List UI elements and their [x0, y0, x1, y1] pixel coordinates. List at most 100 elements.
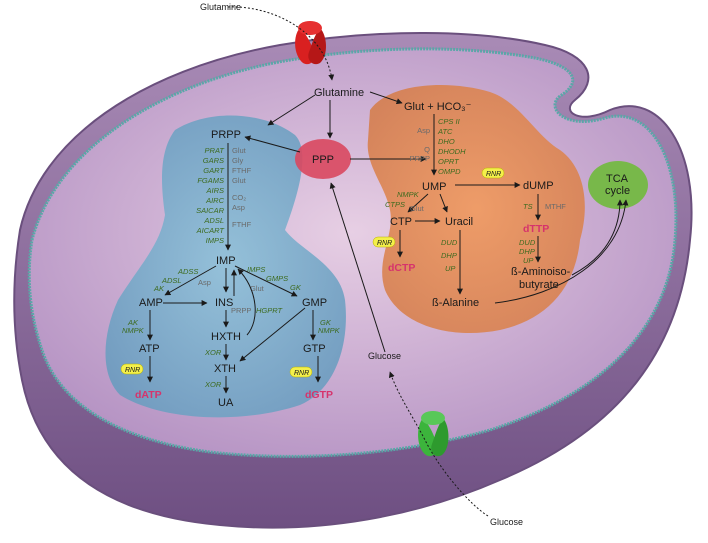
glucose-inner-label: Glucose: [368, 351, 401, 361]
enzyme-up: UP: [445, 264, 455, 273]
arrow-glutamine-prpp: [267, 94, 316, 126]
substrate-fthf-2: FTHF: [232, 220, 252, 229]
external-glutamine-label: Glutamine: [200, 2, 241, 12]
imp-label: IMP: [216, 255, 236, 267]
substrate-fthf: FTHF: [232, 166, 252, 175]
substrate-glut: Glut: [232, 146, 247, 155]
arrow-glucose-ppp: [329, 182, 386, 353]
rnr-label-gtp: RNR: [294, 370, 309, 377]
ump-label: UMP: [422, 181, 446, 193]
atp-label: ATP: [139, 343, 160, 355]
ctp-label: CTP: [390, 216, 412, 228]
enzyme-ts: TS: [523, 202, 533, 211]
enzyme-oprt: OPRT: [438, 157, 460, 166]
enzyme-ak-2: AK: [127, 318, 139, 327]
rnr-label-ctp: RNR: [377, 240, 392, 247]
tca-blob: [588, 161, 648, 209]
balanine-label: ß-Alanine: [432, 297, 479, 309]
enzyme-nmpk-pyr: NMPK: [397, 190, 420, 199]
substrate-glut-2: Glut: [232, 176, 247, 185]
rnr-badge-ump: [481, 167, 505, 179]
ppp-label: PPP: [312, 154, 334, 166]
tca-label-line2: cycle: [605, 185, 630, 197]
dctp-label: dCTP: [388, 262, 415, 274]
enzyme-dhp: DHP: [441, 251, 457, 260]
enzyme-dhodh: DHODH: [438, 147, 466, 156]
arrow-ppp-prpp: [244, 135, 301, 153]
arrow-ump-ctp: [407, 193, 429, 213]
substrate-gly: Gly: [232, 156, 244, 165]
enzyme-airs: AIRS: [205, 186, 224, 195]
ins-label: INS: [215, 297, 233, 309]
arrow-ump-uracil: [439, 193, 448, 213]
arrow-baminobutyrate-tca: [571, 199, 623, 276]
enzyme-xor: XOR: [204, 348, 222, 357]
enzyme-xor-2: XOR: [204, 380, 222, 389]
substrate-co2: CO₂: [232, 193, 246, 202]
glutamine-transporter: [295, 21, 327, 65]
enzyme-cps2: CPS II: [438, 117, 460, 126]
substrate-mthf: MTHF: [545, 202, 566, 211]
rnr-badge-atp: [120, 363, 144, 375]
substrate-prpp: PRPP: [231, 306, 251, 315]
enzyme-gk-2: GK: [320, 318, 332, 327]
external-glucose-label: Glucose: [490, 517, 523, 527]
uracil-label: Uracil: [445, 216, 473, 228]
enzyme-aicart: AICART: [196, 226, 226, 235]
prpp-label: PRPP: [211, 129, 241, 141]
arrow-imp-gmp: [234, 265, 298, 297]
enzyme-gk: GK: [290, 283, 302, 292]
enzyme-gmps: GMPS: [266, 274, 288, 283]
ua-label: UA: [218, 397, 234, 409]
enzyme-adsl: ADSL: [203, 216, 224, 225]
ppp-blob: [295, 139, 351, 179]
enzyme-airc: AIRC: [205, 196, 225, 205]
enzyme-atc: ATC: [437, 127, 453, 136]
substrate-glut-3: Glut: [250, 284, 265, 293]
enzyme-adss: ADSS: [177, 267, 198, 276]
substrate-asp: Asp: [232, 203, 245, 212]
enzyme-nmpk-2: NMPK: [318, 326, 341, 335]
arrow-gmp-xth: [239, 307, 306, 362]
enzyme-fgams: FGAMS: [197, 176, 224, 185]
substrate-asp-pyr: Asp: [417, 126, 430, 135]
substrate-prpp-pyr: PRPP: [410, 154, 430, 163]
dttp-label: dTTP: [523, 223, 549, 235]
rnr-badge-ctp: [372, 236, 396, 248]
enzyme-gars: GARS: [203, 156, 224, 165]
cell: [13, 31, 693, 529]
arrow-imp-amp: [164, 265, 217, 296]
substrate-asp-2: Asp: [198, 278, 211, 287]
enzyme-imps: IMPS: [206, 236, 224, 245]
enzyme-ompd: OMPD: [438, 167, 461, 176]
enzyme-hgprt: HGPRT: [256, 306, 284, 315]
enzyme-ak: AK: [153, 284, 165, 293]
enzyme-nmpk: NMPK: [122, 326, 145, 335]
purine-pathway: PRPP PRAT GARS GART FGAMS AIRS AIRC SAIC…: [120, 129, 341, 409]
enzyme-imps-2: IMPS: [247, 265, 265, 274]
glutamine-uptake-arrow: [227, 6, 335, 81]
amp-label: AMP: [139, 297, 163, 309]
dump-label: dUMP: [523, 180, 554, 192]
rnr-label-atp: RNR: [125, 367, 140, 374]
glutamine-label: Glutamine: [314, 87, 364, 99]
enzyme-dud: DUD: [441, 238, 458, 247]
enzyme-gart: GART: [203, 166, 225, 175]
pyrimidine-pathway: Glut + HCO₃⁻ CPS II ATC DHO DHODH OPRT O…: [372, 101, 629, 309]
glucose-uptake-arrow: [388, 371, 489, 517]
rnr-label-ump: RNR: [486, 171, 501, 178]
rnr-badge-gtp: [289, 366, 313, 378]
glut-hco3-label: Glut + HCO₃⁻: [404, 101, 472, 113]
enzyme-prat: PRAT: [205, 146, 226, 155]
gmp-label: GMP: [302, 297, 327, 309]
enzyme-dho: DHO: [438, 137, 455, 146]
datp-label: dATP: [135, 389, 162, 401]
baminoisobutyrate-line2: butyrate: [519, 279, 559, 291]
dgtp-label: dGTP: [305, 389, 333, 401]
enzyme-dhp-2: DHP: [519, 247, 535, 256]
enzyme-adsl-2: ADSL: [161, 276, 182, 285]
enzyme-up-2: UP: [523, 256, 533, 265]
arrow-hxth-imp: [237, 268, 256, 336]
